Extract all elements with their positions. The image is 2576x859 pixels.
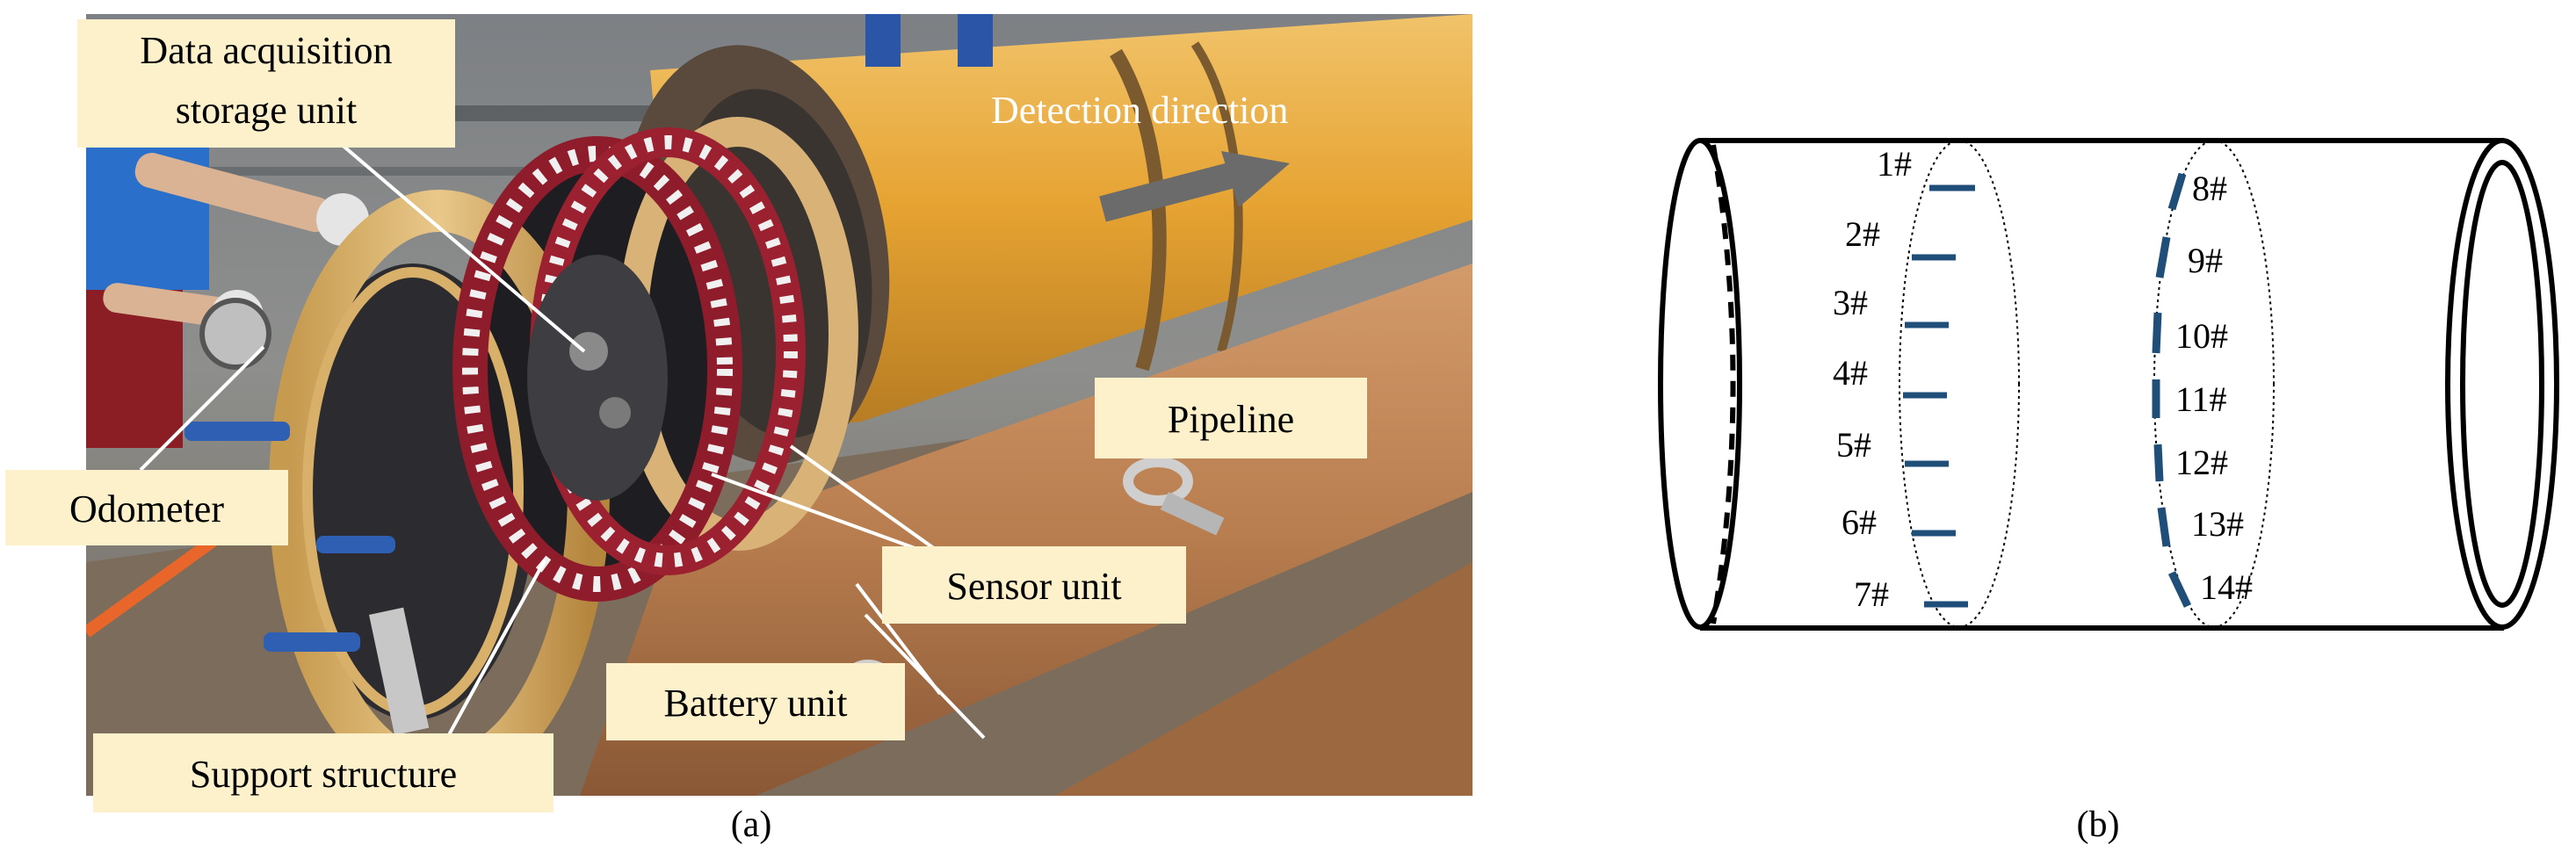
shackle	[1123, 457, 1193, 506]
label-sensor-unit: Sensor unit	[882, 546, 1186, 624]
worker-leg	[958, 14, 993, 67]
leader-odometer	[139, 345, 265, 472]
panel-b-schematic	[1658, 138, 2559, 631]
pipe-left-end-hidden	[1711, 144, 1736, 624]
leader-battery-unit-2	[864, 613, 986, 740]
sensor-mark-8	[2167, 172, 2187, 211]
worker-leg	[865, 14, 901, 67]
rust-pipe	[1054, 562, 1473, 796]
label-support-structure: Support structure	[93, 733, 554, 812]
sensor-label-4: 4#	[1833, 353, 1868, 393]
sensor-label-8: 8#	[2192, 169, 2227, 208]
pipe-left-end-outer	[1658, 138, 1742, 630]
sensor-label-11: 11#	[2175, 379, 2227, 419]
pipe-right-end-outer	[2445, 138, 2559, 630]
sensor-label-12: 12#	[2175, 443, 2228, 482]
label-data-acquisition: Data acquisition storage unit	[77, 19, 455, 148]
sensor-label-13: 13#	[2191, 504, 2244, 544]
label-pipeline-text: Pipeline	[1168, 398, 1294, 441]
sensor-label-5: 5#	[1836, 425, 1871, 465]
support-arm	[369, 607, 430, 735]
left-ring-labels: 1# 2# 3# 4# 5# 6# 7#	[1833, 144, 1912, 614]
label-battery-unit: Battery unit	[606, 663, 905, 740]
sensor-ring-1-tabs	[462, 146, 733, 592]
right-ring-sensors	[2152, 172, 2192, 608]
worker-arm	[103, 283, 235, 328]
caption-a: (a)	[731, 805, 772, 845]
sensor-label-1: 1#	[1877, 144, 1912, 184]
sensor-mark-10	[2152, 312, 2162, 354]
label-odometer-text: Odometer	[69, 487, 224, 531]
odometer-wheel	[199, 298, 271, 370]
label-pipeline: Pipeline	[1095, 378, 1367, 458]
sensor-label-7: 7#	[1854, 574, 1889, 614]
detection-direction-arrow	[1099, 151, 1290, 222]
sensor-ring-right	[2153, 140, 2275, 628]
label-data-acquisition-line2: storage unit	[176, 89, 358, 132]
sensor-ring-left	[1899, 140, 2020, 628]
leader-sensor-unit-1	[789, 444, 955, 564]
sensor-label-3: 3#	[1833, 283, 1868, 322]
sensor-label-2: 2#	[1845, 214, 1880, 254]
shackle-bolt	[1160, 492, 1225, 536]
label-support-structure-text: Support structure	[190, 753, 457, 796]
pipe-right-end-inner	[2460, 160, 2544, 608]
right-ring-labels: 8# 9# 10# 11# 12# 13# 14#	[2175, 169, 2253, 607]
sensor-mark-12	[2153, 444, 2164, 482]
label-sensor-unit-text: Sensor unit	[946, 565, 1121, 608]
sensor-label-10: 10#	[2175, 316, 2228, 356]
pipe-strap	[1110, 48, 1167, 372]
caption-b: (b)	[2077, 805, 2120, 845]
sensor-label-6: 6#	[1842, 502, 1877, 542]
label-odometer: Odometer	[5, 470, 288, 545]
sensor-label-14: 14#	[2200, 567, 2253, 607]
worker-arm	[134, 153, 333, 233]
spring	[316, 536, 395, 553]
left-ring-sensors	[1903, 184, 1975, 608]
sensor-mark-9	[2155, 236, 2171, 278]
label-battery-unit-text: Battery unit	[664, 682, 848, 725]
electronics-hub	[527, 255, 668, 501]
spring	[264, 632, 360, 652]
label-data-acquisition-line1: Data acquisition	[140, 29, 392, 72]
beam	[86, 167, 877, 176]
electronics-part	[569, 332, 608, 371]
sensor-mark-14	[2167, 571, 2192, 608]
leader-data-acquisition	[315, 121, 586, 353]
leader-support-structure	[445, 559, 546, 740]
sensor-ring-2-tabs	[538, 135, 798, 567]
sensor-mark-13	[2157, 507, 2171, 547]
spring	[185, 422, 290, 441]
sensor-label-9: 9#	[2188, 241, 2223, 280]
label-detection-direction: Detection direction	[991, 89, 1288, 132]
electronics-part	[599, 397, 631, 429]
